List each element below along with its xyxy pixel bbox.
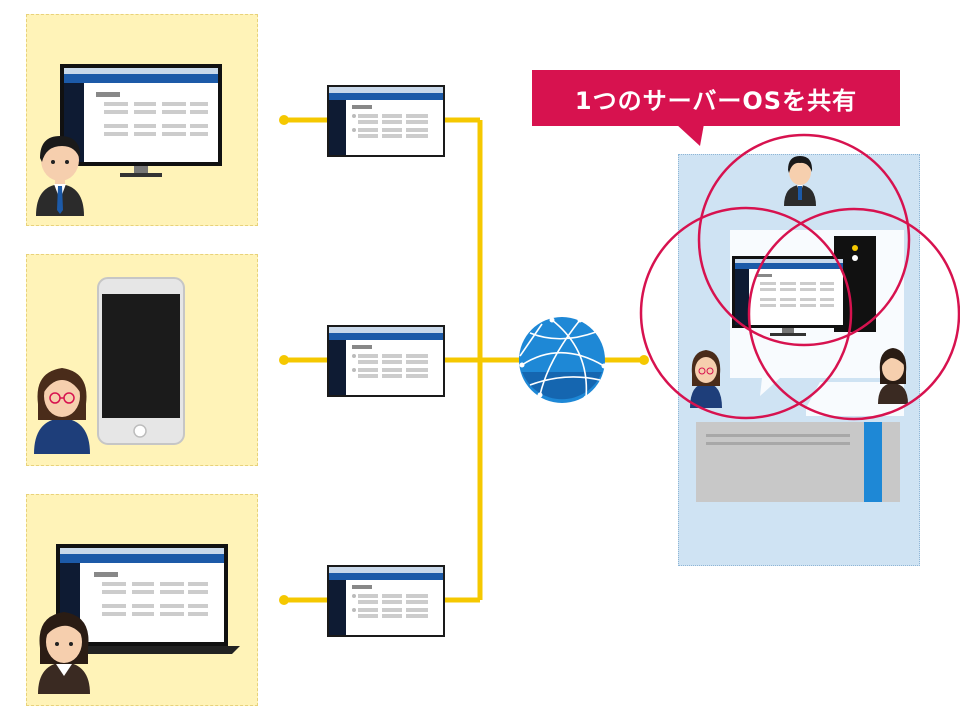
user-woman-icon xyxy=(38,612,90,694)
session-circles xyxy=(639,133,960,421)
server-user-woman-glasses-icon xyxy=(690,350,722,408)
user-woman-glasses-icon xyxy=(34,368,90,454)
globe-network-icon xyxy=(519,317,607,403)
remote-app-window-1 xyxy=(327,85,445,157)
smartphone-icon xyxy=(97,277,185,445)
remote-app-window-3 xyxy=(327,565,445,637)
shared-os-callout: 1つのサーバーOSを共有 xyxy=(532,70,900,126)
remote-app-window-2 xyxy=(327,325,445,397)
session-circle-2 xyxy=(639,206,853,420)
connector-dots xyxy=(279,115,649,605)
shared-app-panel xyxy=(696,422,900,502)
server-monitor-icon xyxy=(732,256,846,336)
session-card-pointer xyxy=(806,382,904,416)
connector-lines xyxy=(284,117,644,603)
server-user-man-icon xyxy=(784,156,816,206)
server-user-woman-icon xyxy=(878,348,908,404)
laptop-icon xyxy=(44,544,240,654)
user-man-suit-icon xyxy=(36,136,84,216)
session-circle-3 xyxy=(747,207,960,421)
session-circle-1 xyxy=(697,133,911,347)
desktop-monitor-icon xyxy=(60,64,222,177)
callout-pointer xyxy=(676,124,704,146)
